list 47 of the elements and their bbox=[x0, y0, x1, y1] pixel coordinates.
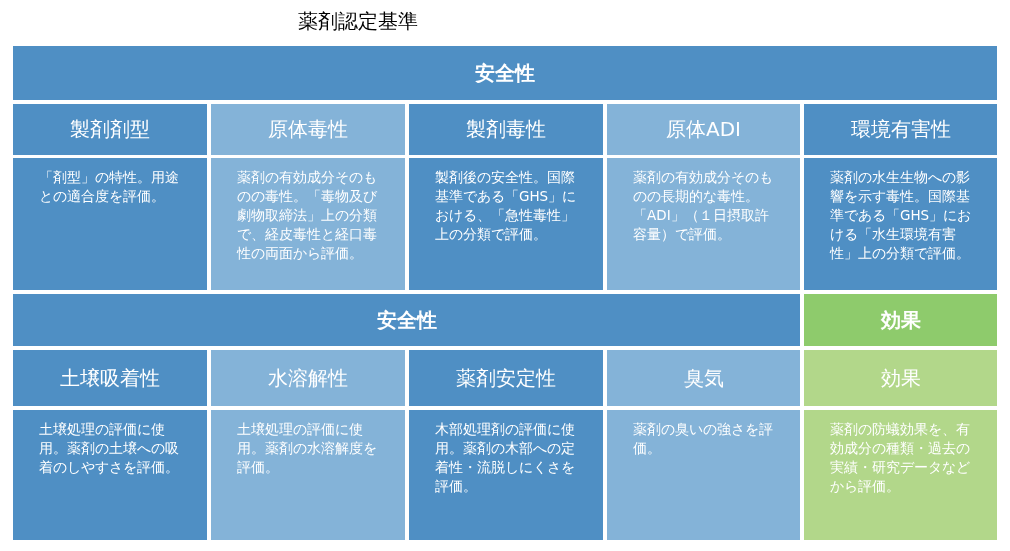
description-text: 薬剤の有効成分そのものの長期的な毒性。「ADI」（１日摂取許容量）で評価。 bbox=[632, 168, 774, 244]
header-label: 臭気 bbox=[683, 364, 724, 392]
description-text: 製剤後の安全性。国際基準である「GHS」における、「急性毒性」上の分類で評価。 bbox=[434, 168, 578, 244]
header-cell bbox=[607, 104, 800, 155]
description-cell bbox=[409, 410, 603, 540]
header-label: 土壌吸着性 bbox=[60, 364, 160, 392]
description-text: 木部処理剤の評価に使用。薬剤の木部への定着性・流脱しにくさを評価。 bbox=[434, 420, 576, 496]
header-label: 原体ADI bbox=[666, 116, 741, 143]
header-label: 水溶解性 bbox=[268, 364, 348, 392]
description-text: 土壌処理の評価に使用。薬剤の水溶解度を評価。 bbox=[236, 420, 378, 477]
category-band bbox=[804, 294, 997, 346]
description-cell bbox=[804, 158, 997, 290]
header-label: 製剤剤型 bbox=[70, 116, 150, 143]
description-cell bbox=[607, 410, 800, 540]
description-cell bbox=[607, 158, 800, 290]
header-label: 環境有害性 bbox=[850, 116, 951, 143]
header-cell bbox=[804, 104, 997, 155]
header-cell bbox=[211, 104, 405, 155]
header-cell bbox=[804, 350, 997, 406]
category-label: 安全性 bbox=[376, 306, 437, 334]
description-cell bbox=[13, 158, 207, 290]
description-cell bbox=[409, 158, 603, 290]
description-text: 薬剤の水生生物への影響を示す毒性。国際基準である「GHS」における「水生環境有害性」上の分類で評価。 bbox=[828, 168, 973, 263]
header-cell bbox=[409, 104, 603, 155]
category-label: 安全性 bbox=[475, 59, 535, 87]
category-label: 効果 bbox=[880, 306, 921, 334]
category-band bbox=[13, 294, 800, 346]
header-label: 製剤毒性 bbox=[466, 116, 546, 143]
description-text: 薬剤の防蟻効果を、有効成分の種類・過去の実績・研究データなどから評価。 bbox=[829, 420, 971, 496]
header-cell bbox=[13, 350, 207, 406]
description-text: 薬剤の臭いの強さを評価。 bbox=[632, 420, 774, 458]
description-cell bbox=[804, 410, 997, 540]
header-cell bbox=[409, 350, 603, 406]
description-text: 「剤型」の特性。用途との適合度を評価。 bbox=[38, 168, 180, 206]
header-label: 原体毒性 bbox=[268, 116, 348, 143]
category-band bbox=[13, 46, 997, 100]
header-label: 薬剤安定性 bbox=[456, 364, 556, 392]
description-cell bbox=[211, 410, 405, 540]
header-label: 効果 bbox=[880, 364, 921, 392]
description-text: 土壌処理の評価に使用。薬剤の土壌への吸着のしやすさを評価。 bbox=[38, 420, 180, 477]
header-cell bbox=[211, 350, 405, 406]
header-cell bbox=[13, 104, 207, 155]
description-cell bbox=[211, 158, 405, 290]
title: 薬剤認定基準 bbox=[298, 8, 418, 35]
description-text: 薬剤の有効成分そのものの毒性。「毒物及び劇物取締法」上の分類で、経皮毒性と経口毒性の両面から評価。 bbox=[235, 168, 378, 263]
description-cell bbox=[13, 410, 207, 540]
header-cell bbox=[607, 350, 800, 406]
